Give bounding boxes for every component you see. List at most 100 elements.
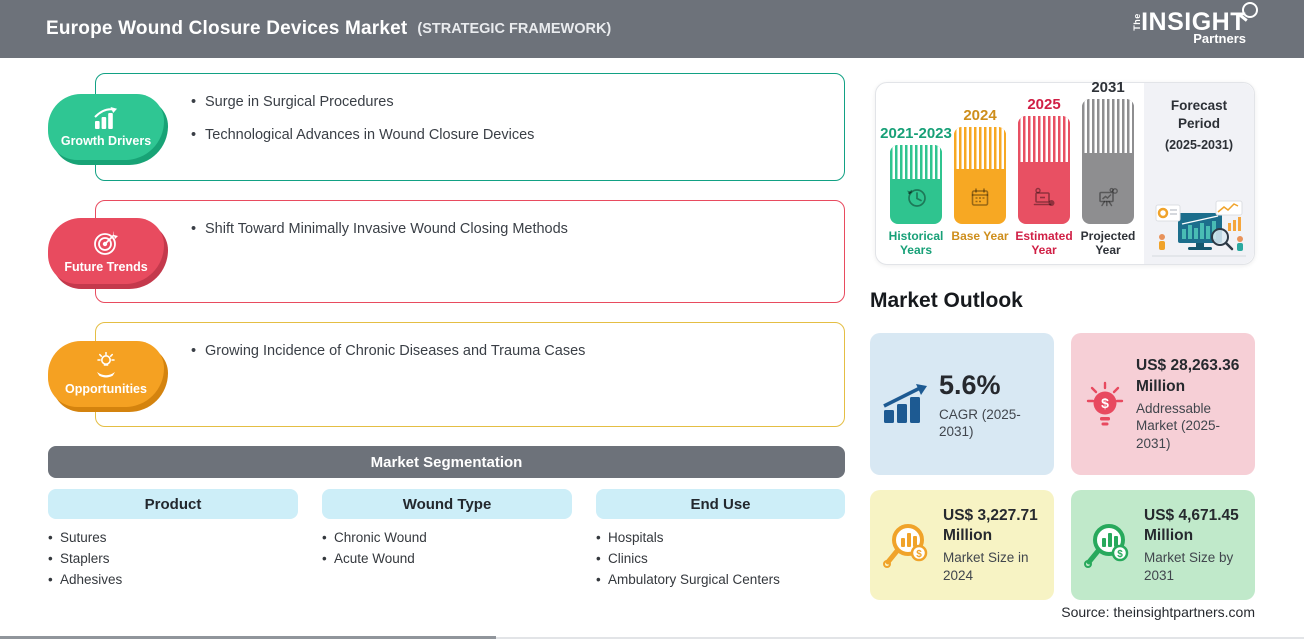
addressable-market-card: $ US$ 28,263.36 Million Addressable Mark… <box>1071 333 1255 475</box>
segment-items: Sutures Staplers Adhesives <box>48 527 298 590</box>
segment-header-text: End Use <box>690 495 751 513</box>
bullet-text: Growing Incidence of Chronic Diseases an… <box>205 343 586 359</box>
cagr-value: 5.6% <box>939 370 1001 401</box>
segment-items: Chronic Wound Acute Wound <box>322 527 572 569</box>
cagr-card: 5.6% CAGR (2025-2031) <box>870 333 1054 475</box>
dollar-glyph: $ <box>916 549 922 560</box>
history-clock-icon <box>907 189 926 207</box>
segment-column-end-use: End Use Hospitals Clinics Ambulatory Sur… <box>596 489 845 590</box>
magnifier-chart-icon: $ <box>1084 524 1129 568</box>
forecast-period-panel: Forecast Period (2025-2031) <box>1144 83 1254 264</box>
list-item: Staplers <box>48 548 298 569</box>
list-item-text: Hospitals <box>608 530 664 545</box>
bullet-text: Shift Toward Minimally Invasive Wound Cl… <box>205 221 568 237</box>
bar-caption: Historical Years <box>888 229 944 258</box>
badge-label: Future Trends <box>64 259 148 274</box>
list-item: Sutures <box>48 527 298 548</box>
market-size-2031-desc: Market Size by 2031 <box>1144 550 1234 583</box>
bullet-item: Technological Advances in Wound Closure … <box>191 125 820 145</box>
market-size-2031-card: $ US$ 4,671.45 Million Market Size by 20… <box>1071 490 1255 600</box>
header-bar: Europe Wound Closure Devices Market (STR… <box>0 0 1304 58</box>
list-item: Adhesives <box>48 569 298 590</box>
forecast-period-title: Forecast Period <box>1170 98 1228 132</box>
segment-header-text: Wound Type <box>402 495 492 513</box>
target-icon <box>94 230 118 255</box>
segment-header-text: Product <box>144 495 202 513</box>
bar-caption: Estimated Year <box>1015 229 1073 258</box>
bar-year-label: 2025 <box>1027 96 1061 113</box>
segmentation-title: Market Segmentation <box>370 453 523 471</box>
badge-label: Growth Drivers <box>60 134 152 148</box>
forecast-period-range: (2025-2031) <box>1164 138 1234 153</box>
source-attribution: Source: theinsightpartners.com <box>1061 604 1255 620</box>
dollar-glyph: $ <box>1101 395 1109 411</box>
bar-caption: Projected Year <box>1080 229 1136 258</box>
magnifier-icon <box>1242 2 1258 18</box>
opportunities-badge: Opportunities <box>48 341 164 407</box>
hand-bulb-icon <box>97 352 115 378</box>
timeline-bar-historical: 2021-2023 Historical Years <box>880 125 952 257</box>
bottom-divider <box>0 637 1304 639</box>
segment-items: Hospitals Clinics Ambulatory Surgical Ce… <box>596 527 845 590</box>
bar-year-label: 2024 <box>963 107 997 124</box>
segment-header: End Use <box>596 489 845 519</box>
bullet-text: Technological Advances in Wound Closure … <box>205 127 535 143</box>
device-gear-icon <box>1033 187 1055 206</box>
market-size-2024-value: US$ 3,227.71 Million <box>943 506 1038 545</box>
segment-column-wound-type: Wound Type Chronic Wound Acute Wound <box>322 489 572 569</box>
card-text: US$ 28,263.36 Million Addressable Market… <box>1136 356 1243 452</box>
base-bar <box>954 127 1006 224</box>
market-size-2031-value: US$ 4,671.45 Million <box>1144 506 1239 545</box>
card-text: 5.6% CAGR (2025-2031) <box>939 367 1042 441</box>
insight-partners-logo: The INSIGHT Partners <box>1132 2 1258 46</box>
timeline-bar-estimated: 2025 Estimated Year <box>1015 96 1072 257</box>
forecast-illustration <box>1152 200 1246 257</box>
segment-column-product: Product Sutures Staplers Adhesives <box>48 489 298 590</box>
bullet-text: Surge in Surgical Procedures <box>205 94 394 110</box>
timeline-panel: 2021-2023 Historical Years 2024 <box>875 79 1255 265</box>
addressable-market-desc: Addressable Market (2025-2031) <box>1136 400 1221 451</box>
card-text: US$ 4,671.45 Million Market Size by 2031 <box>1144 506 1243 585</box>
growth-drivers-bullets: Surge in Surgical Procedures Technologic… <box>96 74 844 166</box>
segment-header: Product <box>48 489 298 519</box>
list-item: Clinics <box>596 548 845 569</box>
market-size-2024-desc: Market Size in 2024 <box>943 550 1029 583</box>
market-segmentation-bar: Market Segmentation <box>48 446 845 478</box>
bullet-item: Surge in Surgical Procedures <box>191 92 820 112</box>
bar-caption: Base Year <box>951 229 1009 243</box>
list-item: Ambulatory Surgical Centers <box>596 569 845 590</box>
dollar-glyph: $ <box>1117 549 1123 560</box>
list-item-text: Chronic Wound <box>334 530 427 545</box>
opportunities-box: Growing Incidence of Chronic Diseases an… <box>95 322 845 427</box>
bulb-dollar-icon: $ <box>1086 381 1124 426</box>
trend-arrow-icon <box>883 384 927 423</box>
list-item-text: Sutures <box>60 530 107 545</box>
cagr-desc: CAGR (2025-2031) <box>939 406 1021 440</box>
projector-screen-icon <box>1099 187 1118 207</box>
badge-label: Opportunities <box>65 382 147 396</box>
opportunities-bullets: Growing Incidence of Chronic Diseases an… <box>96 323 844 382</box>
future-trends-box: Shift Toward Minimally Invasive Wound Cl… <box>95 200 845 303</box>
future-trends-bullets: Shift Toward Minimally Invasive Wound Cl… <box>96 201 844 260</box>
growth-drivers-box: Surge in Surgical Procedures Technologic… <box>95 73 845 181</box>
timeline-bar-base: 2024 Base Year <box>951 107 1008 243</box>
list-item-text: Staplers <box>60 551 110 566</box>
calendar-icon <box>971 188 989 206</box>
magnifier-chart-icon: $ <box>883 524 928 568</box>
future-trends-badge: Future Trends <box>48 218 164 284</box>
timeline-bar-projected: 2031 Projected Year <box>1081 79 1136 257</box>
logo-the-text: The <box>1131 13 1142 31</box>
list-item-text: Acute Wound <box>334 551 415 566</box>
list-item: Acute Wound <box>322 548 572 569</box>
list-item-text: Adhesives <box>60 572 123 587</box>
logo-partners-text: Partners <box>1193 31 1246 46</box>
market-size-2024-card: $ US$ 3,227.71 Million Market Size in 20… <box>870 490 1054 600</box>
bar-year-label: 2031 <box>1091 79 1125 96</box>
segment-header: Wound Type <box>322 489 572 519</box>
page-subtitle: (STRATEGIC FRAMEWORK) <box>417 21 612 37</box>
addressable-market-value: US$ 28,263.36 Million <box>1136 356 1240 395</box>
page-title: Europe Wound Closure Devices Market <box>46 18 408 39</box>
historical-bar <box>890 145 942 224</box>
logo-insight-text: INSIGHT <box>1141 8 1246 36</box>
